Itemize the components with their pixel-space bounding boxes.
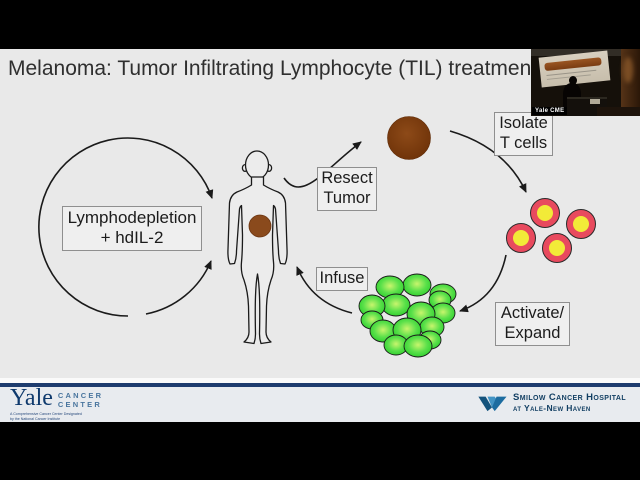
laptop-screen	[590, 99, 600, 104]
activate-line1: Activate/	[500, 304, 565, 322]
resect-tumor-label: Resect Tumor	[317, 167, 377, 211]
smilow-line2: at Yale-New Haven	[513, 403, 591, 414]
lymphodepletion-label: Lymphodepletion + hdIL-2	[62, 206, 202, 251]
lecture-hall-ceiling	[531, 49, 623, 56]
yale-cancer-center-logo: Yale CANCER CENTER A Comprehensive Cance…	[10, 385, 103, 422]
audience-chairs	[597, 107, 640, 116]
smilow-wing-icon	[478, 396, 507, 411]
cancer-text: CANCER	[57, 391, 104, 400]
isolate-t-cells-label: Isolate T cells	[494, 112, 553, 156]
presenter-head	[569, 76, 577, 85]
lymphodepletion-line2: + hdIL-2	[100, 228, 164, 248]
isolate-line1: Isolate	[499, 114, 548, 132]
smilow-line1: Smilow Cancer Hospital	[513, 392, 626, 403]
smilow-logo: Smilow Cancer Hospital at Yale-New Haven	[476, 392, 626, 414]
infuse-text: Infuse	[319, 269, 365, 287]
activate-line2: Expand	[504, 323, 561, 342]
isolate-line2: T cells	[499, 133, 548, 152]
smilow-text: Smilow Cancer Hospital at Yale-New Haven	[513, 392, 626, 414]
tagline-line2: by the National Cancer Institute	[10, 416, 61, 421]
yale-tagline: A Comprehensive Cancer Center Designated…	[10, 412, 103, 422]
slide-title: Melanoma: Tumor Infiltrating Lymphocyte …	[8, 57, 538, 80]
lymphodepletion-line1: Lymphodepletion	[67, 208, 197, 227]
resect-line1: Resect	[321, 169, 373, 187]
yale-wordmark: Yale	[10, 385, 53, 411]
footer-navy-rule	[0, 383, 640, 387]
webcam-watermark: Yale CME	[532, 107, 568, 115]
infuse-label: Infuse	[316, 267, 368, 291]
tagline-line1: A Comprehensive Cancer Center Designated	[10, 411, 82, 416]
center-text: CENTER	[57, 399, 102, 409]
wall-light	[623, 57, 633, 83]
footer-divider	[0, 378, 640, 383]
activate-expand-label: Activate/ Expand	[495, 302, 570, 346]
webcam-overlay: Yale CME	[531, 49, 640, 116]
cancer-center-text: CANCER CENTER	[58, 388, 103, 409]
footer-band: Yale CANCER CENTER A Comprehensive Cance…	[0, 385, 640, 422]
resect-line2: Tumor	[323, 188, 371, 207]
